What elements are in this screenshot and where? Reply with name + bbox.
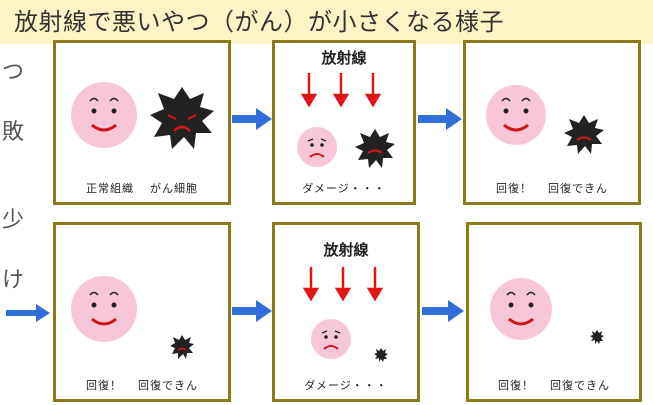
caption-not-recovered: 回復できん [548,182,608,195]
radiation-illustration-2 [302,267,388,362]
flow-arrow-icon [6,304,50,322]
caption-not-recovered: 回復できん [550,379,610,392]
radiation-illustration [297,73,395,168]
cancer-cell-icon [564,115,604,154]
panel-radiation-damage-second: 放射線 ダメージ・・・ [272,222,420,402]
side-text-1: つ [2,60,25,85]
panel-normal-and-cancer: 正常組織 がん細胞 [53,40,231,205]
flow-arrow-icon [422,300,464,322]
caption-recovered: 回復！ [86,379,122,392]
caption-not-recovered: 回復できん [138,379,198,392]
page-title: 放射線で悪いやつ（がん）が小さくなる様子 [0,0,653,44]
panel-3-caption: 回復！ 回復できん [466,180,638,196]
healthy-cell-icon [71,276,137,342]
panel-recovery-third: 回復！ 回復できん [466,222,642,402]
panel-1-caption: 正常組織 がん細胞 [56,180,228,196]
panel-recovery: 回復！ 回復できん [463,40,641,205]
panel-5-caption: ダメージ・・・ [304,379,388,392]
cells-illustration [71,82,214,149]
panel-radiation-damage: 放射線 ダメージ・・・ [272,40,416,205]
flow-arrow-icon [232,300,272,322]
cancer-cell-icon [150,87,214,149]
side-text-3: 少 [2,208,25,233]
healthy-cell-icon [71,82,137,148]
damaged-healthy-cell-icon [297,127,337,167]
radiation-label: 放射線 [323,241,369,259]
recovery-illustration-2 [71,276,194,359]
panel-2-caption: ダメージ・・・ [302,182,386,195]
side-text-2: 敗 [2,120,25,145]
damaged-healthy-cell-icon [311,319,351,359]
side-text-4: け [2,268,25,293]
small-cancer-cell-icon [170,335,194,359]
caption-recovered: 回復！ [498,379,534,392]
flow-arrow-icon [232,108,272,130]
caption-normal-tissue: 正常組織 [86,182,134,195]
panel-6-caption: 回復！ 回復できん [469,377,639,393]
panel-4-caption: 回復！ 回復できん [56,377,228,393]
panel-recovery-second: 回復！ 回復できん [53,222,231,402]
recovery-illustration [486,85,604,154]
tiny-cancer-cell-icon [374,348,388,362]
radiation-label: 放射線 [321,49,367,67]
healthy-cell-icon [490,278,552,340]
tiny-cancer-cell-icon [590,330,604,344]
radiation-arrow-icon [302,267,384,302]
healthy-cell-icon [486,85,546,145]
caption-cancer-cell: がん細胞 [150,182,198,195]
caption-recovered: 回復！ [496,182,532,195]
recovery-illustration-3 [490,278,604,344]
damaged-cancer-cell-icon [355,129,395,168]
radiation-arrow-icon [300,73,382,108]
flow-arrow-icon [418,108,462,130]
